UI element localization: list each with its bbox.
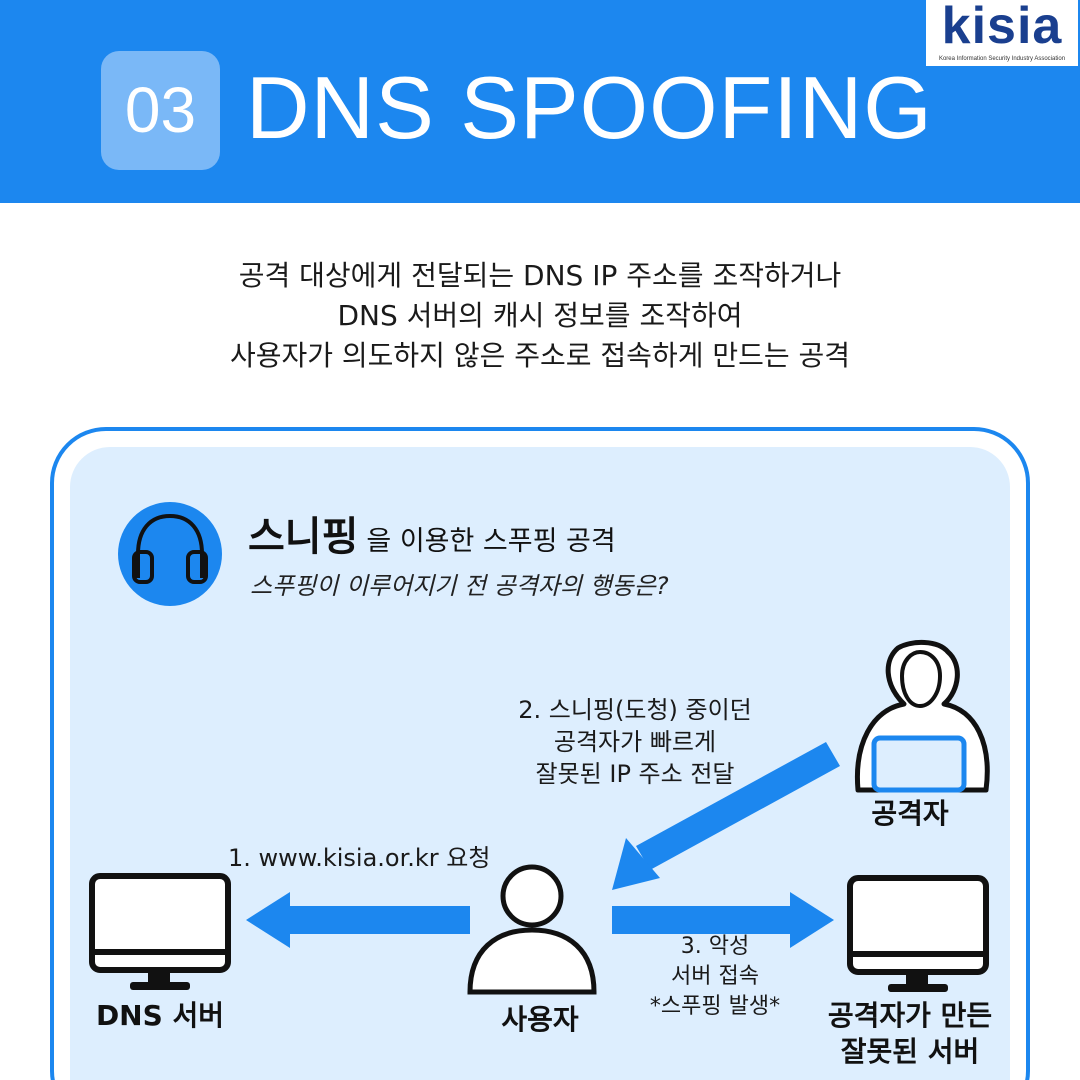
step-3-line: 서버 접속: [671, 964, 759, 989]
section-question: 스푸핑이 이루어지기 전 공격자의 행동은?: [250, 572, 669, 600]
hacker-icon: [854, 640, 990, 793]
section-title-bold: 스니핑: [248, 514, 359, 560]
section-number: 03: [101, 51, 220, 170]
step-3-line: *스푸핑 발생*: [649, 994, 781, 1019]
headphones-icon: [132, 514, 208, 584]
arrow-icon: [612, 742, 840, 890]
logo-wordmark: kisia: [941, 0, 1063, 55]
user-icon: [467, 864, 597, 995]
user-label: 사용자: [501, 1003, 579, 1036]
intro-line: 사용자가 의도하지 않은 주소로 접속하게 만드는 공격: [229, 339, 851, 372]
header-banner: 03 DNS SPOOFING: [0, 0, 1080, 203]
arrow-icon: [246, 892, 470, 948]
fake-server-label: 공격자가 만든 잘못된 서버: [800, 998, 1020, 1070]
intro-line: DNS 서버의 캐시 정보를 조작하여: [337, 299, 743, 332]
step-2-text: 2. 스니핑(도청) 중이던 공격자가 빠르게 잘못된 IP 주소 전달: [480, 694, 790, 790]
step-3-line: 3. 악성: [680, 934, 750, 959]
arrow-icon: [612, 892, 834, 948]
fake-server-label-line: 공격자가 만든: [827, 999, 993, 1032]
section-title-rest: 을 이용한 스푸핑 공격: [366, 526, 616, 557]
step-2-line: 잘못된 IP 주소 전달: [535, 760, 735, 788]
kisia-logo: kisia Korea Information Security Industr…: [926, 0, 1078, 66]
intro-description: 공격 대상에게 전달되는 DNS IP 주소를 조작하거나 DNS 서버의 캐시…: [140, 256, 940, 376]
monitor-icon: [847, 875, 989, 992]
fake-server-label-line: 잘못된 서버: [840, 1035, 980, 1068]
step-2-line: 공격자가 빠르게: [553, 728, 717, 756]
intro-line: 공격 대상에게 전달되는 DNS IP 주소를 조작하거나: [238, 259, 842, 292]
step-3-text: 3. 악성 서버 접속 *스푸핑 발생*: [620, 932, 810, 1022]
logo-subtitle: Korea Information Security Industry Asso…: [938, 56, 1066, 62]
dns-server-label: DNS 서버: [95, 999, 225, 1032]
monitor-icon: [89, 873, 231, 990]
step-1-text: 1. www.kisia.or.kr 요청: [228, 844, 491, 872]
attacker-label: 공격자: [871, 797, 949, 830]
step-2-line: 2. 스니핑(도청) 중이던: [518, 696, 752, 724]
page-title: DNS SPOOFING: [246, 58, 933, 157]
